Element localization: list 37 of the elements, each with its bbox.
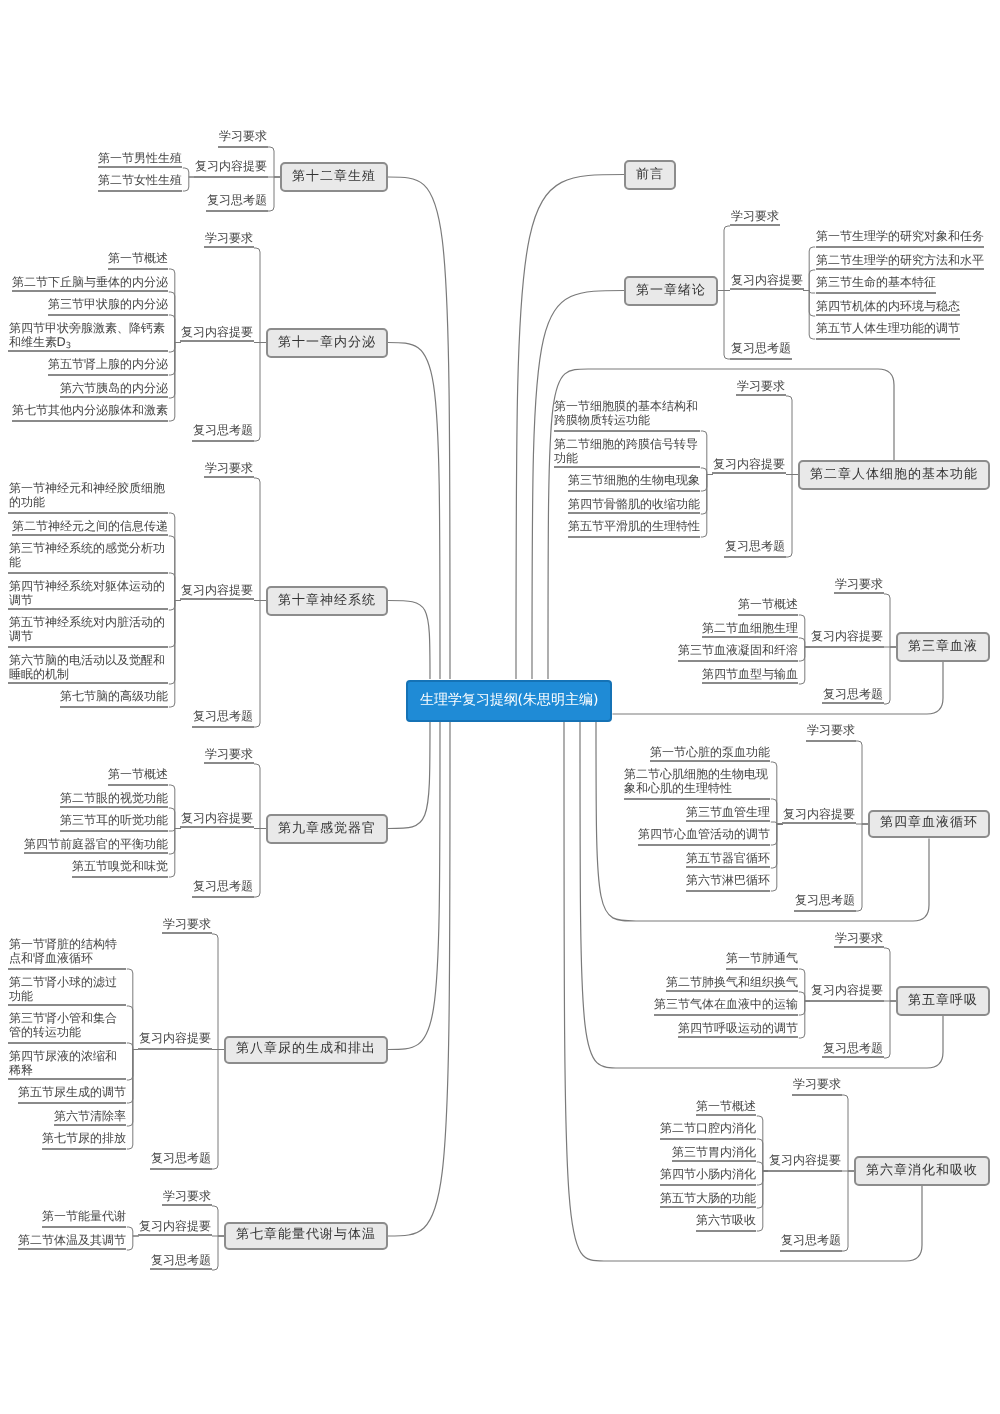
branch-line xyxy=(253,477,267,728)
branch-line xyxy=(126,1226,140,1251)
branch-line xyxy=(168,512,182,708)
branch-line xyxy=(168,268,182,422)
branch-line xyxy=(126,968,140,1150)
branch-line xyxy=(595,720,930,922)
branch-line xyxy=(770,761,784,892)
branch-line xyxy=(168,784,182,878)
branch-line xyxy=(855,740,869,912)
branch-line xyxy=(387,176,451,680)
branch-line xyxy=(802,246,816,340)
branch-line xyxy=(515,173,625,680)
branch-line xyxy=(700,430,714,538)
branch-line xyxy=(267,146,281,212)
branch-line xyxy=(211,933,225,1170)
branch-line xyxy=(563,720,923,1262)
branch-line xyxy=(785,395,799,558)
branch-line xyxy=(387,720,441,1051)
branch-line xyxy=(611,660,944,715)
branch-line xyxy=(253,247,267,442)
branch-line xyxy=(211,1205,225,1271)
branch-line xyxy=(717,225,731,360)
branch-line xyxy=(531,289,625,680)
branch-line xyxy=(387,599,431,680)
branch-line xyxy=(387,341,441,680)
branch-line xyxy=(253,763,267,898)
branch-line xyxy=(883,947,897,1059)
branch-line xyxy=(756,1115,770,1232)
branch-line xyxy=(579,720,944,1069)
branch-line xyxy=(798,614,812,685)
branch-line xyxy=(387,720,431,830)
branch-line xyxy=(387,720,451,1237)
branch-line xyxy=(547,368,895,680)
branch-line xyxy=(798,968,812,1039)
branch-line xyxy=(883,593,897,705)
branch-line xyxy=(182,167,196,192)
branch-line xyxy=(841,1094,855,1252)
